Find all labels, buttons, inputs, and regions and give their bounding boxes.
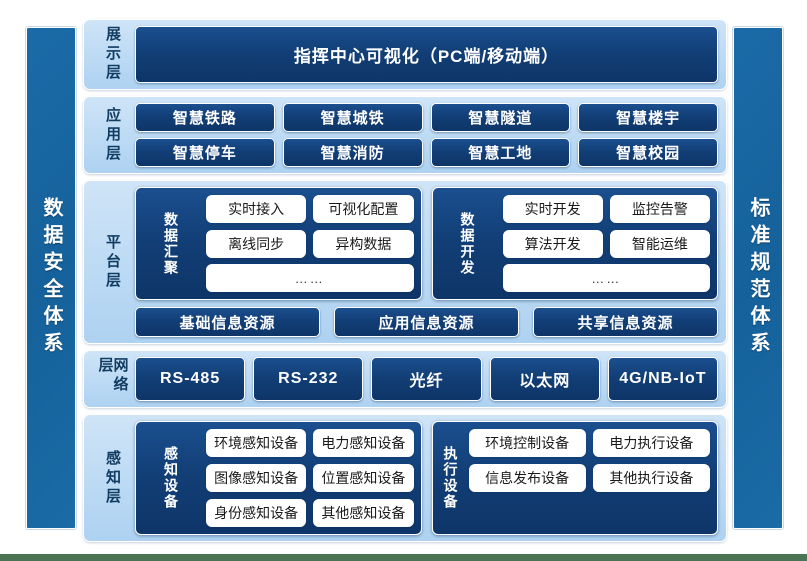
app-item[interactable]: 智慧工地 <box>430 138 571 167</box>
app-item[interactable]: 智慧消防 <box>282 138 423 167</box>
layer-application: 应用层 智慧铁路 智慧城铁 智慧隧道 智慧楼宇 智慧停车 智慧消防 智慧工地 智… <box>83 96 727 174</box>
application-row-1: 智慧铁路 智慧城铁 智慧隧道 智慧楼宇 <box>135 103 718 132</box>
resource-item[interactable]: 基础信息资源 <box>135 307 320 337</box>
layer-stack: 展示层 指挥中心可视化（PC端/移动端） 应用层 智慧铁路 智慧城铁 智慧隧道 … <box>83 19 727 548</box>
resource-item[interactable]: 共享信息资源 <box>533 307 718 337</box>
platform-item[interactable]: 监控告警 <box>609 195 710 223</box>
application-row-2: 智慧停车 智慧消防 智慧工地 智慧校园 <box>135 138 718 167</box>
sensing-item[interactable]: 环境感知设备 <box>206 429 307 457</box>
command-center-visualization-bar[interactable]: 指挥中心可视化（PC端/移动端） <box>135 26 718 83</box>
platform-item[interactable]: 异构数据 <box>313 230 414 258</box>
group-data-development-label: 数据开发 <box>459 211 476 276</box>
pillar-right-label: 标准规范体系 <box>747 197 769 359</box>
pillar-left-label: 数据安全体系 <box>40 197 62 359</box>
platform-item[interactable]: 离线同步 <box>206 230 307 258</box>
pillar-standards: 标准规范体系 <box>733 27 783 529</box>
sensing-item[interactable]: 位置感知设备 <box>313 464 414 492</box>
platform-item-ellipsis[interactable]: …… <box>502 264 710 292</box>
execution-item[interactable]: 电力执行设备 <box>592 429 710 457</box>
platform-item[interactable]: 算法开发 <box>502 230 603 258</box>
network-item[interactable]: 4G/NB-IoT <box>607 357 718 401</box>
app-item[interactable]: 智慧楼宇 <box>578 103 718 132</box>
sensing-item[interactable]: 身份感知设备 <box>206 499 307 527</box>
group-sensing-devices: 感知设备 环境感知设备 电力感知设备 图像感知设备 位置感知设备 身份感知设备 … <box>135 421 422 535</box>
group-sensing-devices-label: 感知设备 <box>163 446 179 510</box>
network-item[interactable]: 光纤 <box>371 357 482 401</box>
resource-item[interactable]: 应用信息资源 <box>334 307 519 337</box>
app-item[interactable]: 智慧停车 <box>135 138 275 167</box>
app-item[interactable]: 智慧校园 <box>578 138 718 167</box>
network-item[interactable]: RS-485 <box>135 357 246 401</box>
group-execution-devices-label: 执行设备 <box>442 446 459 510</box>
group-data-aggregation: 数据汇聚 实时接入 可视化配置 离线同步 异构数据 …… <box>135 187 422 300</box>
network-item[interactable]: RS-232 <box>253 357 364 401</box>
layer-platform-label: 平台层 <box>104 233 121 291</box>
sensing-item[interactable]: 电力感知设备 <box>313 429 414 457</box>
sensing-item[interactable]: 图像感知设备 <box>206 464 307 492</box>
app-item[interactable]: 智慧隧道 <box>430 103 571 132</box>
app-item[interactable]: 智慧城铁 <box>282 103 423 132</box>
platform-item[interactable]: 实时开发 <box>502 195 603 223</box>
platform-item[interactable]: 智能运维 <box>609 230 710 258</box>
execution-item[interactable]: 环境控制设备 <box>468 429 586 457</box>
platform-item-ellipsis[interactable]: …… <box>206 264 414 292</box>
sensing-groups: 感知设备 环境感知设备 电力感知设备 图像感知设备 位置感知设备 身份感知设备 … <box>135 421 718 535</box>
pillar-data-security: 数据安全体系 <box>26 27 76 529</box>
layer-presentation-label: 展示层 <box>104 26 121 83</box>
execution-item[interactable]: 其他执行设备 <box>592 464 710 492</box>
platform-groups: 数据汇聚 实时接入 可视化配置 离线同步 异构数据 …… <box>135 187 718 300</box>
layer-sensing-label: 感知层 <box>104 449 121 507</box>
network-item[interactable]: 以太网 <box>489 357 600 401</box>
execution-item[interactable]: 信息发布设备 <box>468 464 586 492</box>
information-resource-row: 基础信息资源 应用信息资源 共享信息资源 <box>135 307 718 337</box>
group-execution-devices: 执行设备 环境控制设备 电力执行设备 信息发布设备 其他执行设备 <box>431 421 718 535</box>
layer-network-label: 网络层 <box>96 357 129 395</box>
layer-network: 网络层 RS-485 RS-232 光纤 以太网 4G/NB-IoT <box>83 350 727 408</box>
sensing-item[interactable]: 其他感知设备 <box>313 499 414 527</box>
layer-application-label: 应用层 <box>104 106 121 164</box>
layer-presentation: 展示层 指挥中心可视化（PC端/移动端） <box>83 19 727 90</box>
layer-platform: 平台层 数据汇聚 实时接入 可视化配置 离线同步 <box>83 180 727 344</box>
group-data-aggregation-label: 数据汇聚 <box>163 211 179 276</box>
platform-item[interactable]: 可视化配置 <box>313 195 414 223</box>
app-item[interactable]: 智慧铁路 <box>135 103 275 132</box>
network-row: RS-485 RS-232 光纤 以太网 4G/NB-IoT <box>135 357 718 401</box>
group-data-development: 数据开发 实时开发 监控告警 算法开发 智能运维 …… <box>431 187 718 300</box>
layer-sensing: 感知层 感知设备 环境感知设备 电力感知设备 图像感知设备 <box>83 414 727 542</box>
platform-item[interactable]: 实时接入 <box>206 195 307 223</box>
